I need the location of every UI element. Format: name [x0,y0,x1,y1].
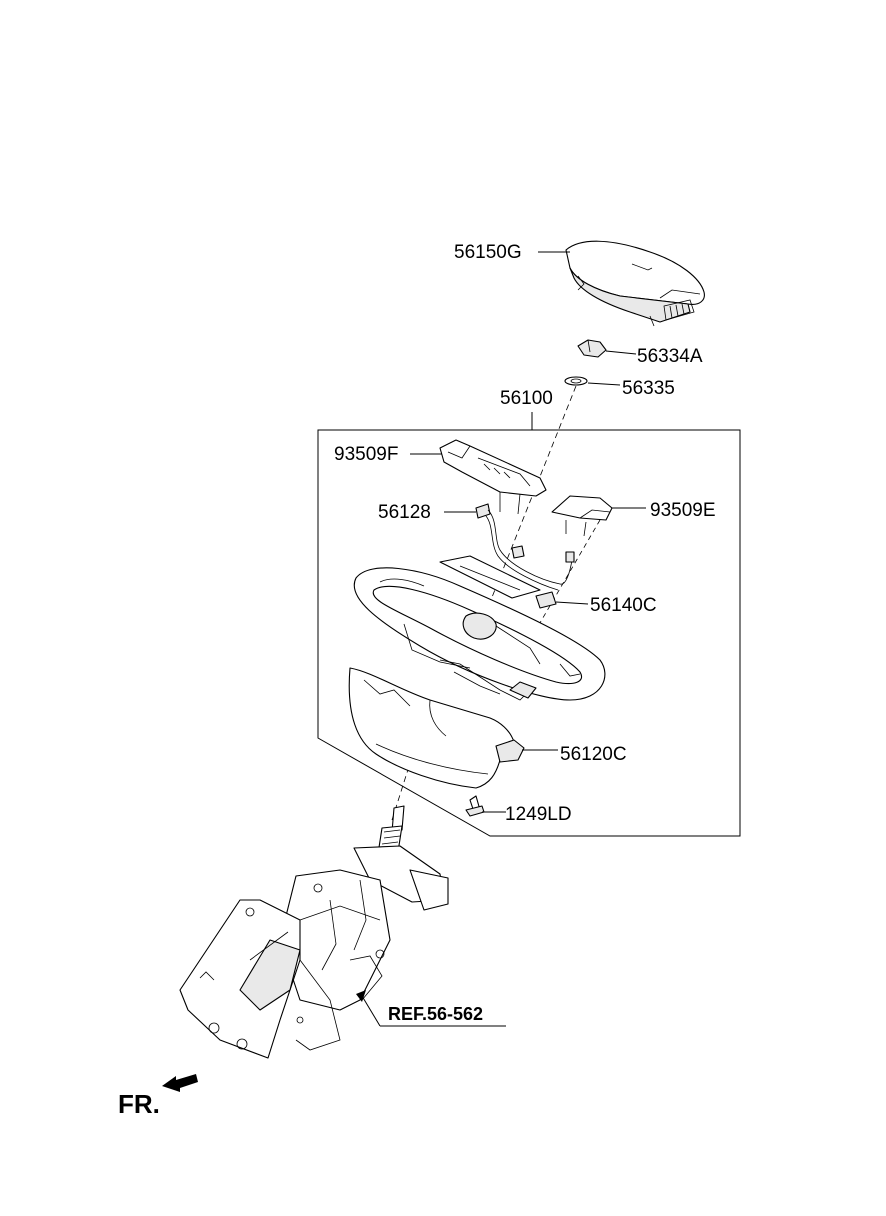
damper-drawing [439,555,557,609]
label-56100: 56100 [500,388,553,409]
lower-cover-drawing [348,667,525,789]
label-reference: REF.56-562 [388,1004,483,1024]
assembly-axis [474,385,577,641]
label-56335: 56335 [622,378,675,399]
switch-right-drawing [551,495,613,537]
steering-column-drawing [179,805,449,1059]
dashed-93509E [529,519,601,641]
label-93509F: 93509F [334,444,398,465]
label-56120C: 56120C [560,744,627,765]
ref-arrow [356,990,506,1027]
label-56150G: 56150G [454,242,522,263]
label-front: FR. [118,1089,160,1119]
label-56128: 56128 [378,502,431,523]
front-arrow-icon [162,1074,198,1092]
harness-drawing [475,503,575,591]
label-93509E: 93509E [650,500,716,521]
steering-wheel-drawing [353,567,606,701]
label-56334A: 56334A [637,346,703,367]
leader-56335 [587,382,621,386]
switch-left-drawing [439,439,547,515]
leader-56334A [605,350,637,355]
label-56140C: 56140C [590,595,657,616]
washer-drawing [564,376,588,386]
screw-drawing [465,795,485,817]
airbag-module-drawing [565,240,705,327]
label-1249LD: 1249LD [505,804,572,825]
nut-drawing [577,339,607,358]
assembly-frame [317,429,741,837]
leader-56140C [555,601,589,605]
